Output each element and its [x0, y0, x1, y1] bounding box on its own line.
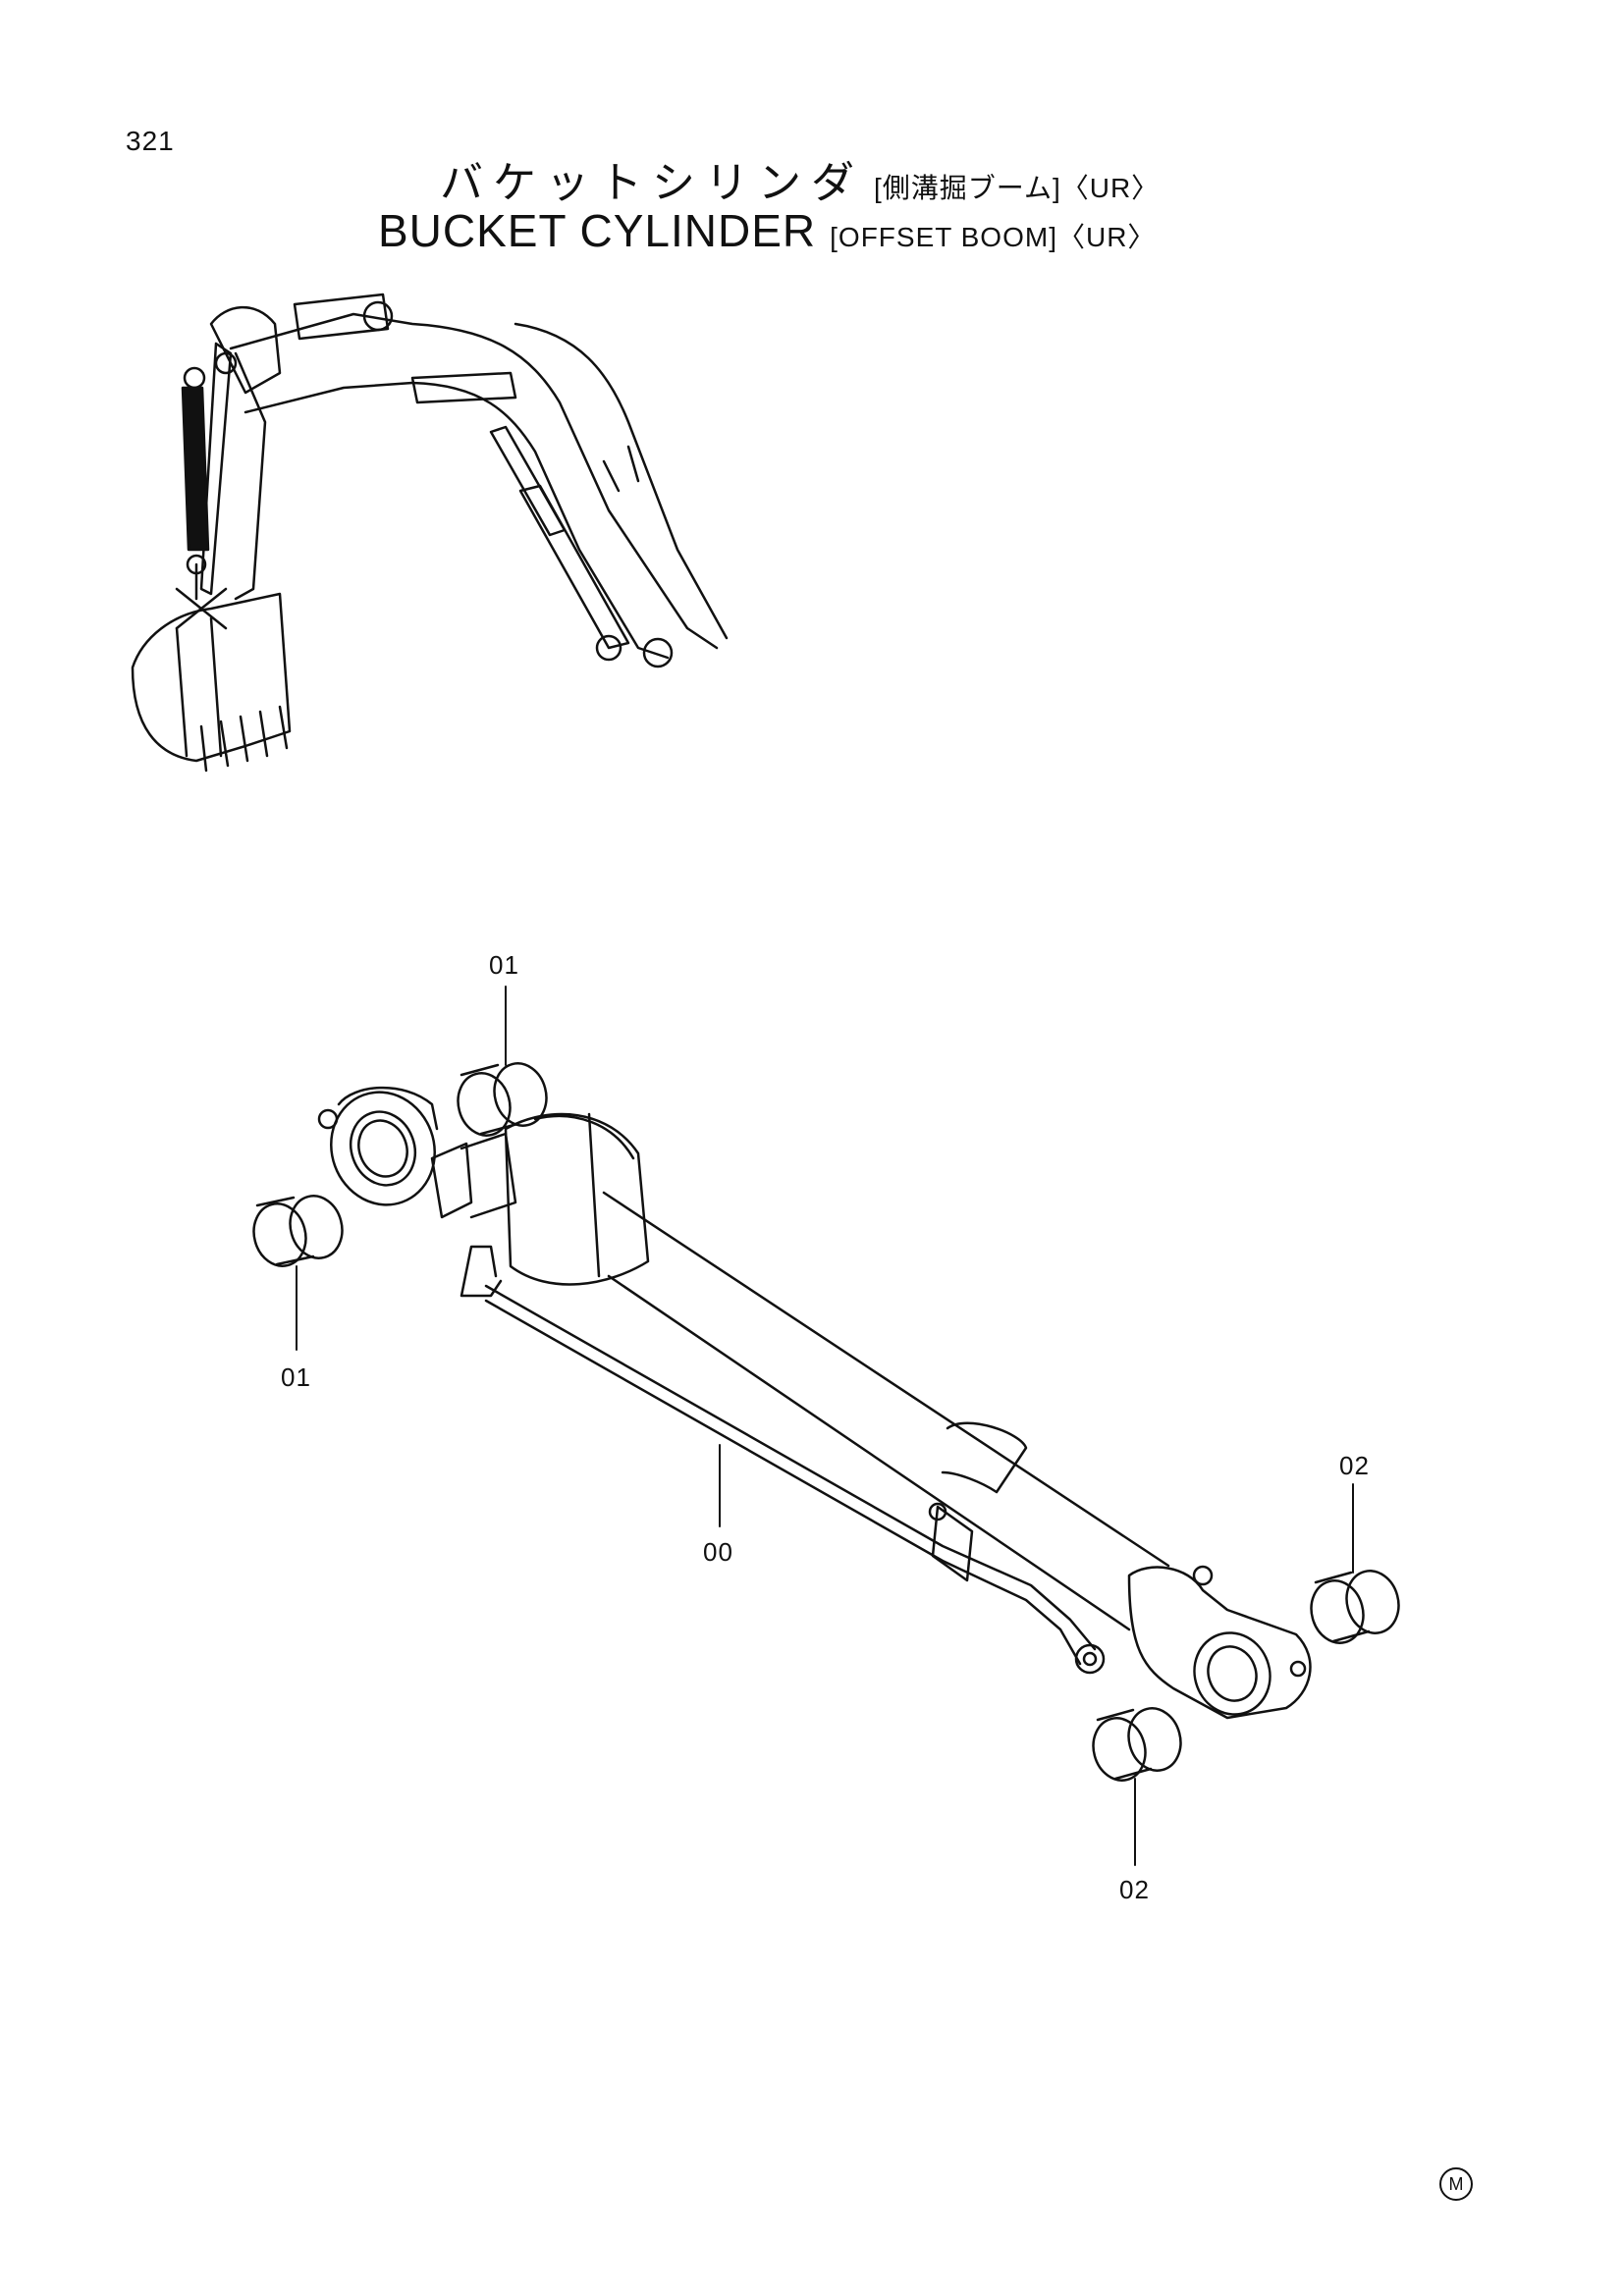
rod-eye	[330, 1091, 436, 1206]
piston-rod	[430, 1142, 473, 1219]
title-en-sub: [OFFSET BOOM]〈UR〉	[830, 222, 1157, 252]
title-jp-main: バケットシリンダ	[440, 159, 864, 207]
bottom-eye	[1193, 1631, 1271, 1716]
cylinder-head	[504, 1112, 650, 1286]
cylinder-tube-top	[602, 1191, 1170, 1568]
boom-outline	[229, 312, 719, 650]
boom-outline-lower	[243, 381, 670, 660]
cylinder-bottom	[1127, 1566, 1312, 1720]
tube-clamp	[941, 1421, 1028, 1494]
bucket-cylinder-assembly	[252, 1062, 1400, 1782]
title-jp-sub: [側溝掘ブーム]〈UR〉	[874, 173, 1161, 203]
bucket-outline	[131, 592, 292, 763]
bushing-01-lower	[252, 1195, 344, 1267]
callout-01-lower: 01	[281, 1362, 311, 1392]
title-english: BUCKET CYLINDER [OFFSET BOOM]〈UR〉	[378, 204, 1156, 257]
leader-lines	[296, 986, 1354, 1866]
callout-02-right: 02	[1339, 1451, 1370, 1480]
bushing-02-right	[1310, 1570, 1400, 1644]
callout-01-upper: 01	[489, 950, 519, 980]
bushing-01-upper	[457, 1062, 548, 1137]
callout-02-bottom: 02	[1119, 1875, 1150, 1904]
hydraulic-pipe	[484, 1284, 1097, 1651]
overview-sketch	[131, 293, 729, 773]
title-japanese: バケットシリンダ [側溝掘ブーム]〈UR〉	[440, 147, 1160, 210]
bucket-teeth	[199, 705, 289, 773]
title-en-main: BUCKET CYLINDER	[378, 205, 817, 256]
cylinder-tube-bottom	[607, 1274, 1131, 1631]
page-number: 321	[126, 126, 175, 156]
pipe-fitting	[1074, 1643, 1106, 1675]
bucket-cylinder-highlight	[181, 386, 210, 552]
callout-00: 00	[703, 1537, 733, 1567]
m-mark-symbol: M	[1439, 2167, 1473, 2201]
pipe-flange	[460, 1245, 503, 1298]
bushing-02-bottom	[1092, 1707, 1182, 1782]
